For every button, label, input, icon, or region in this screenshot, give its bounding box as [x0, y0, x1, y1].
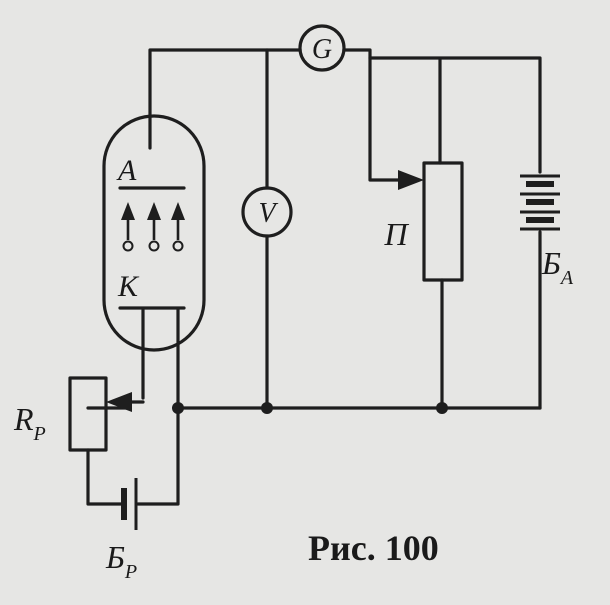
anode-battery [520, 174, 560, 231]
junction-dot [436, 402, 448, 414]
wire-top-right [342, 48, 406, 182]
wire-top-battery [368, 56, 542, 174]
heater-battery [121, 478, 138, 530]
rheostat-slider-arrow [106, 392, 132, 412]
junction-dot [261, 402, 273, 414]
wire-rheostat-bottom [86, 448, 124, 506]
rheostat-label: RP [13, 401, 46, 445]
potentiometer-slider-arrow [398, 170, 424, 190]
cathode-label: K [117, 270, 140, 303]
figure-caption: Рис. 100 [308, 528, 439, 568]
photocell-tube [102, 114, 206, 352]
wire-top-left [148, 48, 302, 150]
galvanometer [298, 24, 346, 72]
wire-cathode-right [136, 308, 180, 506]
electron-arrows [121, 202, 185, 252]
rheostat [68, 376, 108, 452]
junction-dot [172, 402, 184, 414]
anode-battery-label: БA [541, 245, 574, 289]
voltmeter-label: V [258, 198, 278, 229]
galvanometer-label: G [312, 34, 332, 65]
voltmeter [241, 186, 293, 238]
potentiometer [422, 161, 464, 282]
heater-battery-label: БP [105, 539, 137, 583]
potentiometer-label: П [383, 216, 409, 252]
anode-label: A [116, 154, 137, 187]
